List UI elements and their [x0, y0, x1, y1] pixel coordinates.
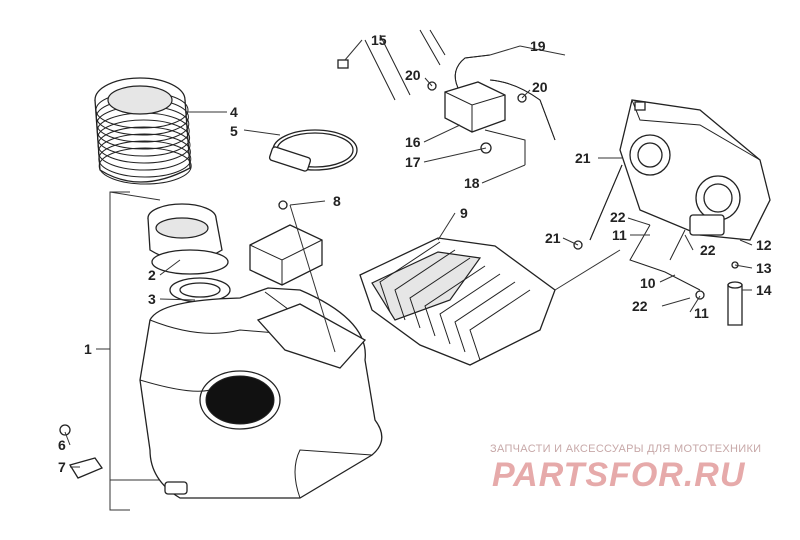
callout-label: 21	[545, 230, 561, 246]
callout-label: 10	[640, 275, 656, 291]
valve-group	[337, 29, 556, 165]
callout-label: 14	[756, 282, 772, 298]
callout-label: 2	[148, 267, 156, 283]
boot-rib	[97, 119, 191, 157]
boot-rib	[97, 133, 191, 171]
carburetor-part-12	[619, 99, 771, 241]
boot9-rib	[409, 257, 471, 329]
callout-label: 21	[575, 150, 591, 166]
watermark-tagline: ЗАПЧАСТИ И АКСЕССУАРЫ ДЛЯ МОТОТЕХНИКИ	[490, 443, 762, 455]
boot9-rib	[394, 249, 456, 321]
callout-label: 15	[371, 32, 387, 48]
clamp-part-5	[268, 129, 358, 172]
callout-label: 8	[333, 193, 341, 209]
callout-label: 7	[58, 459, 66, 475]
boot9-rib	[424, 265, 486, 337]
boot9-rib	[439, 273, 501, 345]
gasket-part-3	[169, 277, 231, 303]
boot-part-4	[94, 77, 192, 185]
bracket-1	[96, 191, 161, 511]
callout-label: 16	[405, 134, 421, 150]
callout-label: 5	[230, 123, 238, 139]
clip-parts-6-7	[59, 424, 103, 479]
callout-label: 22	[610, 209, 626, 225]
boot-rib	[98, 147, 192, 185]
boot-part-9	[359, 237, 556, 366]
callout-label: 13	[756, 260, 772, 276]
leader-lines	[64, 39, 753, 468]
callout-labels: 1 2 3 4 5 6 7 8 9 10 11 11 12 13 14 15 1…	[58, 32, 772, 475]
boot-rib	[98, 140, 192, 178]
callout-label: 9	[460, 205, 468, 221]
callout-label: 19	[530, 38, 546, 54]
callout-label: 11	[694, 305, 709, 321]
callout-label: 4	[230, 104, 238, 120]
silencer-part-8	[249, 200, 323, 286]
boot-rib	[97, 126, 191, 164]
callout-label: 12	[756, 237, 772, 253]
airbox-part-1	[139, 287, 383, 499]
callout-label: 11	[612, 227, 627, 243]
callout-label: 17	[405, 154, 421, 170]
boot9-rib	[379, 241, 441, 313]
callout-label: 22	[632, 298, 648, 314]
adapter-part-2	[147, 203, 229, 275]
callout-label: 20	[532, 79, 548, 95]
boot9-rib	[469, 289, 531, 361]
callout-label: 3	[148, 291, 156, 307]
watermark-brand: PARTSFOR.RU	[492, 456, 746, 494]
hose-part-14	[727, 281, 743, 326]
callout-label: 18	[464, 175, 480, 191]
hoses-carb	[573, 164, 739, 300]
callout-label: 22	[700, 242, 716, 258]
boot9-rib	[454, 281, 516, 353]
callout-label: 20	[405, 67, 421, 83]
callout-label: 1	[84, 341, 92, 357]
callout-label: 6	[58, 437, 66, 453]
